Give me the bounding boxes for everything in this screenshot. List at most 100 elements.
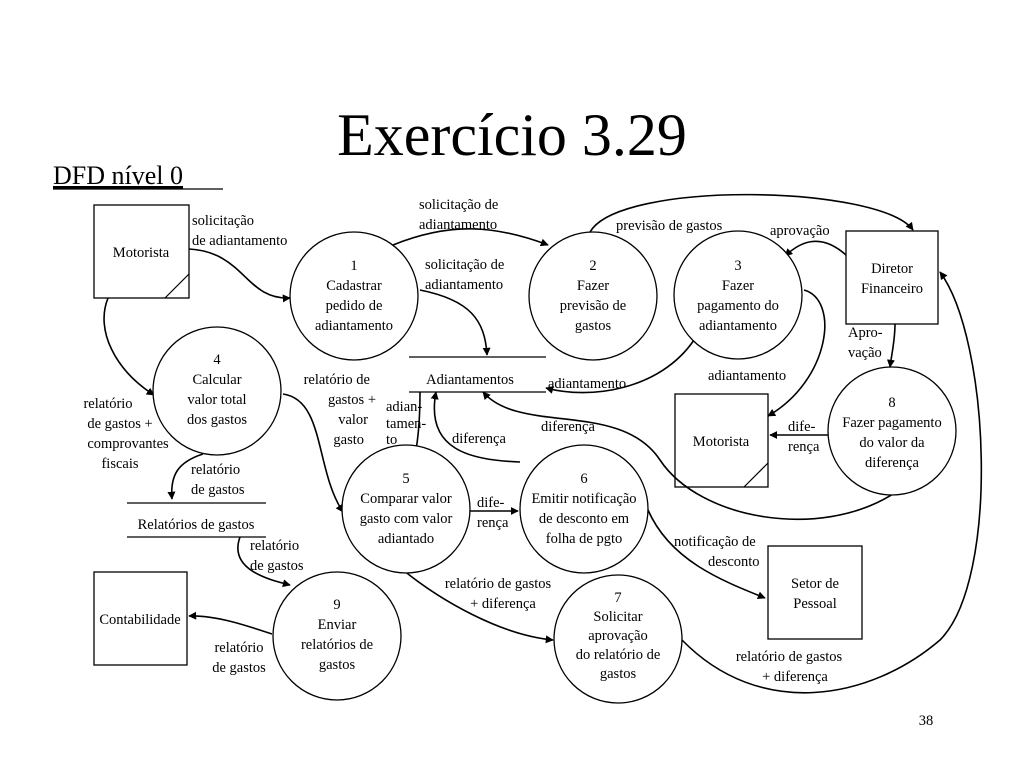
process-7: 7 Solicitar aprovação do relatório de ga…: [553, 574, 683, 704]
flow-label: rença: [477, 515, 509, 531]
process-label: Solicitar: [593, 609, 642, 625]
process-label: folha de pgto: [546, 531, 623, 547]
flow-label: relatório: [250, 538, 299, 554]
flow-p3-to-store: [545, 339, 695, 394]
process-label: Cadastrar: [326, 278, 382, 294]
flow-motorista-to-p4: [103, 297, 155, 396]
entity-label: Motorista: [113, 245, 170, 261]
process-3: 3 Fazer pagamento do adiantamento: [673, 230, 803, 360]
flow-label: adiantamento: [548, 376, 626, 392]
flow-label: notificação de: [674, 534, 756, 550]
flow-label: to: [386, 432, 397, 448]
flow-label: relatório de gastos: [736, 649, 843, 665]
flow-label: adiantamento: [419, 217, 497, 233]
flow-label: solicitação: [192, 213, 254, 229]
process-8: 8 Fazer pagamento do valor da diferença: [827, 366, 957, 496]
process-label: previsão de: [560, 298, 626, 314]
process-label: adiantamento: [699, 318, 777, 334]
slide-title: Exercício 3.29: [337, 102, 687, 168]
entity-label: Motorista: [693, 434, 750, 450]
flow-label: adiantamento: [425, 277, 503, 293]
process-label: valor total: [187, 392, 246, 408]
flow-p6-to-store: [430, 391, 521, 463]
flow-p7-to-diretor: [681, 271, 983, 694]
process-label: Fazer pagamento: [842, 415, 941, 431]
flow-motorista-to-p1: [188, 248, 291, 303]
process-label: dos gastos: [187, 412, 247, 428]
slide-subtitle: DFD nível 0: [53, 161, 183, 190]
flow-label: + diferença: [762, 669, 828, 685]
flow-label: de gastos: [212, 660, 266, 676]
flow-label: gasto: [333, 432, 364, 448]
flow-p3-to-motorista: [767, 289, 826, 417]
flow-label: solicitação de: [419, 197, 498, 213]
process-label: pedido de: [326, 298, 383, 314]
flow-label: desconto: [708, 554, 760, 570]
process-label: Emitir notificação: [531, 491, 636, 507]
process-label: gastos: [319, 657, 356, 673]
process-label: gasto com valor: [360, 511, 453, 527]
process-label: Fazer: [577, 278, 609, 294]
entity-diretor-financeiro: Diretor Financeiro: [845, 230, 939, 325]
flow-p5-to-p7: [402, 569, 554, 644]
flow-label: relatório: [214, 640, 263, 656]
process-label: de desconto em: [539, 511, 630, 527]
flow-label: relatório: [191, 462, 240, 478]
flow-label: diferença: [452, 431, 506, 447]
flow-label: adiantamento: [708, 368, 786, 384]
process-number: 3: [734, 258, 741, 274]
flow-label: de adiantamento: [192, 233, 287, 249]
store-label: Adiantamentos: [426, 372, 514, 388]
flow-p6-to-setor: [647, 509, 766, 600]
entity-label: Contabilidade: [99, 612, 180, 628]
process-9: 9 Enviar relatórios de gastos: [272, 571, 402, 701]
flow-label: + diferença: [470, 596, 536, 612]
process-number: 5: [402, 471, 409, 487]
process-label: relatórios de: [301, 637, 373, 653]
flow-label: vação: [848, 345, 882, 361]
flow-label: de gastos +: [87, 416, 152, 432]
flow-label: dife-: [788, 419, 816, 435]
process-label: gastos: [600, 666, 637, 682]
process-number: 4: [213, 352, 221, 368]
process-number: 2: [589, 258, 596, 274]
flow-label: diferença: [541, 419, 595, 435]
flow-label: rença: [788, 439, 820, 455]
process-number: 9: [333, 597, 340, 613]
flow-label: de gastos: [250, 558, 304, 574]
store-label: Relatórios de gastos: [138, 517, 255, 533]
process-label: adiantamento: [315, 318, 393, 334]
process-1: 1 Cadastrar pedido de adiantamento: [289, 231, 419, 361]
process-label: pagamento do: [697, 298, 779, 314]
process-number: 6: [580, 471, 587, 487]
process-4: 4 Calcular valor total dos gastos: [152, 326, 282, 456]
entity-label: Pessoal: [793, 596, 837, 612]
entity-label: Setor de: [791, 576, 839, 592]
process-label: Enviar: [318, 617, 357, 633]
store-relatorios-de-gastos: Relatórios de gastos: [127, 502, 266, 538]
flow-label: tamen-: [386, 416, 426, 432]
entity-contabilidade: Contabilidade: [93, 571, 188, 666]
flow-label: previsão de gastos: [616, 218, 723, 234]
entity-label: Financeiro: [861, 281, 923, 297]
flow-label: aprovação: [770, 223, 830, 239]
flow-label: relatório de gastos: [445, 576, 552, 592]
process-label: gastos: [575, 318, 612, 334]
process-label: aprovação: [588, 628, 648, 644]
flow-p4-to-relatorios: [167, 453, 204, 500]
flow-p4-to-p5: [282, 393, 344, 513]
flow-p9-to-contabilidade: [188, 611, 273, 635]
flow-diretor-to-p3: [784, 240, 847, 257]
entity-setor-de-pessoal: Setor de Pessoal: [767, 545, 863, 640]
flow-label: adian-: [386, 399, 422, 415]
process-label: do valor da: [859, 435, 925, 451]
flow-p8-to-store: [482, 391, 894, 520]
process-label: Fazer: [722, 278, 754, 294]
entity-motorista-top: Motorista: [93, 204, 190, 299]
process-2: 2 Fazer previsão de gastos: [528, 231, 658, 361]
flow-p2-to-diretor: [589, 193, 914, 233]
process-label: Comparar valor: [360, 491, 452, 507]
process-number: 7: [614, 590, 621, 606]
flow-label: comprovantes: [87, 436, 169, 452]
